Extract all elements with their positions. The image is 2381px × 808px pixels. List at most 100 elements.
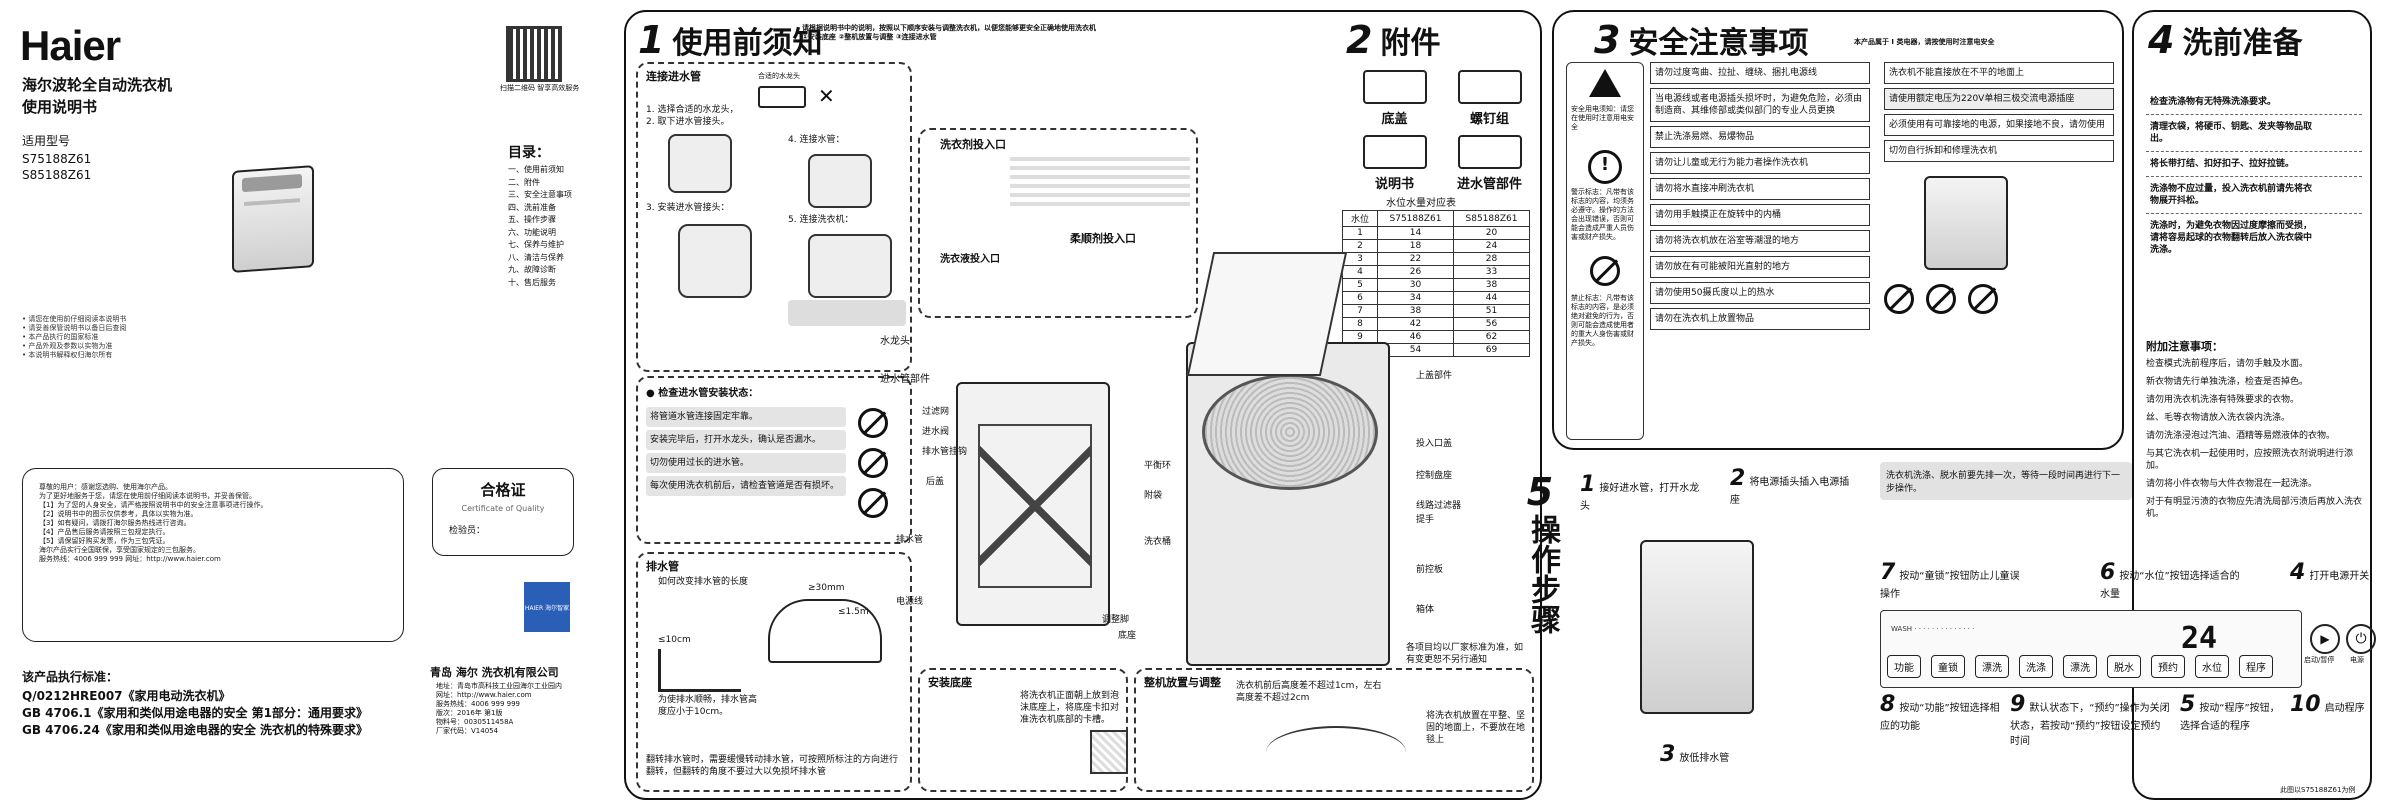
base-illustration <box>1090 730 1128 774</box>
manual-icon <box>1362 135 1427 169</box>
detergent-box-label: 洗衣液投入口 <box>940 254 1000 265</box>
table-header: S85188Z61 <box>1453 210 1530 227</box>
connector-illustration-4 <box>808 234 892 298</box>
program-button[interactable]: 程序 <box>2239 655 2273 678</box>
toc-item: 五、操作步骤 <box>508 215 556 224</box>
table-cell: 28 <box>1453 252 1530 266</box>
certificate-subtitle: Certificate of Quality <box>461 504 545 513</box>
part-label: 提手 <box>1416 515 1435 525</box>
base-note: 将洗衣机正面朝上放到泡沫底座上，将底座卡扣对准洗衣机底部的卡槽。 <box>1020 691 1120 725</box>
inlet-step-3: 3. 安装进水管接头： <box>646 203 730 213</box>
section-4-heading: 洗前准备 <box>2182 26 2303 61</box>
safety-rule: 禁止洗涤易燃、易爆物品 <box>1650 126 1870 148</box>
section-1-note-item: ②整机放置与调整 <box>838 33 894 41</box>
water-level-button[interactable]: 水位 <box>2195 655 2229 678</box>
toc-item: 四、洗前准备 <box>508 202 556 212</box>
check-inlet-box: ● 检查进水管安装状态： 将管道水管连接固定牢靠。 安装完毕后，打开水龙头，确认… <box>636 376 912 544</box>
table-header: 水位 <box>1341 210 1379 227</box>
drain-pipe-box: 排水管 如何改变排水管的长度 ≥30mm ≤1.5m ≤10cm 为使排水顺畅，… <box>636 552 912 792</box>
table-cell: 4 <box>1341 265 1379 279</box>
base-install-box: 安装底座 将洗衣机正面朝上放到泡沫底座上，将底座卡扣对准洗衣机底部的卡槽。 <box>918 668 1128 792</box>
table-cell: 30 <box>1377 278 1454 292</box>
accessory-label: 螺钉组 <box>1469 112 1509 127</box>
section-2-title: 2 附件 <box>1346 18 1440 62</box>
table-cell: 7 <box>1341 304 1379 318</box>
start-pause-label: 启动/暂停 <box>2304 656 2335 664</box>
connector-illustration <box>668 134 732 193</box>
section-1-title: 1 使用前须知 <box>638 18 822 62</box>
qr-code <box>506 26 562 82</box>
wash-button[interactable]: 洗涤 <box>2019 655 2053 678</box>
safety-subtitle: 本产品属于 I 类电器，请按使用时注意电安全 <box>1854 38 1995 46</box>
qr-caption: 扫描二维码 智享高效服务 <box>500 84 580 92</box>
screw-icon <box>1457 70 1522 104</box>
section-2-heading: 附件 <box>1380 26 1441 61</box>
check-item: 每次使用洗衣机前后，请检查管道是否有损坏。 <box>646 476 846 496</box>
accessory-label: 说明书 <box>1374 177 1414 192</box>
water-tap-label: 水龙头 <box>880 336 910 347</box>
power-button[interactable]: ⏻ <box>2346 624 2376 654</box>
rinse-button-2[interactable]: 漂洗 <box>2063 655 2097 678</box>
table-cell: 2 <box>1341 239 1379 253</box>
inlet-pipe-icon <box>1457 135 1522 169</box>
cover-machine-illustration <box>232 165 314 273</box>
part-label: 上盖部件 <box>1416 371 1453 381</box>
table-cell: 62 <box>1453 330 1530 344</box>
notes-list: 检查模式洗前程序后，请勿手触及水面。 新衣物请先行单独洗涤，检查是否掉色。 请勿… <box>2146 358 2362 526</box>
softener-title: 柔顺剂投入口 <box>1070 232 1136 245</box>
water-table-title: 水位水量对应表 <box>1386 198 1456 209</box>
part-label: 过滤网 <box>922 407 950 417</box>
safety-rule: 请勿过度弯曲、拉扯、缠绕、捆扎电源线 <box>1650 62 1870 84</box>
table-cell: 34 <box>1377 291 1454 305</box>
part-label: 底座 <box>1118 631 1137 641</box>
safety-rule: 请勿将水直接冲刷洗衣机 <box>1650 178 1870 200</box>
base-cover-icon <box>1362 70 1427 104</box>
inlet-title: 连接进水管 <box>646 70 701 83</box>
inlet-faucet-label: 合适的水龙头 <box>758 72 800 80</box>
spin-button[interactable]: 脱水 <box>2107 655 2141 678</box>
accessories: 底盖 螺钉组 说明书 进水管部件 <box>1352 70 1532 192</box>
check-item: 安装完毕后，打开水龙头，确认是否漏水。 <box>646 430 846 450</box>
company-tel: 服务热线：4006 999 999 <box>436 700 520 708</box>
drain-title: 排水管 <box>646 560 679 573</box>
note-item: 与其它洗衣机一起使用时，应按照洗衣剂说明进行添加。 <box>2146 449 2354 471</box>
drain-footer: 翻转排水管时，需要缓慢转动排水管，可按照所标注的方向进行翻转，但翻转的角度不要过… <box>646 755 899 777</box>
section-1-note-item: ①安装底座 <box>802 33 836 41</box>
company-code2: 厂家代码：V14054 <box>436 727 499 735</box>
function-button[interactable]: 功能 <box>1887 655 1921 678</box>
note-item: 请勿洗涤浸泡过汽油、酒精等易燃液体的衣物。 <box>2146 431 2336 441</box>
table-cell: 42 <box>1377 317 1454 331</box>
inlet-step-5: 5. 连接洗衣机： <box>788 215 854 225</box>
section-1-note-text: 请根据说明书中的说明，按照以下顺序安装与调整洗衣机，以便您能够更安全正确地使用洗… <box>802 24 1096 32</box>
safety-rule: 请勿将洗衣机放在浴室等潮湿的地方 <box>1650 230 1870 252</box>
reserve-button[interactable]: 预约 <box>2151 655 2185 678</box>
start-pause-button[interactable]: ▶ <box>2310 624 2340 654</box>
prohibit-icon <box>1926 284 1956 314</box>
level-illustration <box>1266 726 1406 778</box>
prohibit-icon <box>858 408 888 438</box>
part-label: 进水阀 <box>922 427 950 437</box>
machine-front-diagram <box>1186 342 1390 666</box>
rinse-button[interactable]: 漂洗 <box>1975 655 2009 678</box>
child-lock-button[interactable]: 童锁 <box>1931 655 1965 678</box>
safety-rule: 请勿让儿童或无行为能力者操作洗衣机 <box>1650 152 1870 174</box>
table-cell: 26 <box>1377 265 1454 279</box>
part-label: 控制盘座 <box>1416 471 1453 481</box>
safety-rule: 当电源线或者电源插头损坏时，为避免危险，必须由制造商、其维修部或类似部门的专业人… <box>1650 88 1870 122</box>
accessory-label: 底盖 <box>1381 112 1408 127</box>
table-cell: 14 <box>1377 226 1454 240</box>
company-info: 地址：青岛市高科技工业园海尔工业园内 网址：http://www.haier.c… <box>436 682 562 736</box>
toc-item: 三、安全注意事项 <box>508 190 572 199</box>
prohibit-icon <box>1884 284 1914 314</box>
part-label: 洗衣桶 <box>1144 537 1172 547</box>
safety-rule: 请使用额定电压为220V单相三极交流电源插座 <box>1884 88 2114 110</box>
certificate-title: 合格证 <box>480 481 526 499</box>
toc-list: 一、使用前须知 二、附件 三、安全注意事项 四、洗前准备 五、操作步骤 六、功能… <box>508 164 572 289</box>
company-web: 网址：http://www.haier.com <box>436 691 532 699</box>
prohibit-icon <box>858 488 888 518</box>
note-item: 对于有明显污渍的衣物应先清洗局部污渍后再放入洗衣机。 <box>2146 497 2363 519</box>
